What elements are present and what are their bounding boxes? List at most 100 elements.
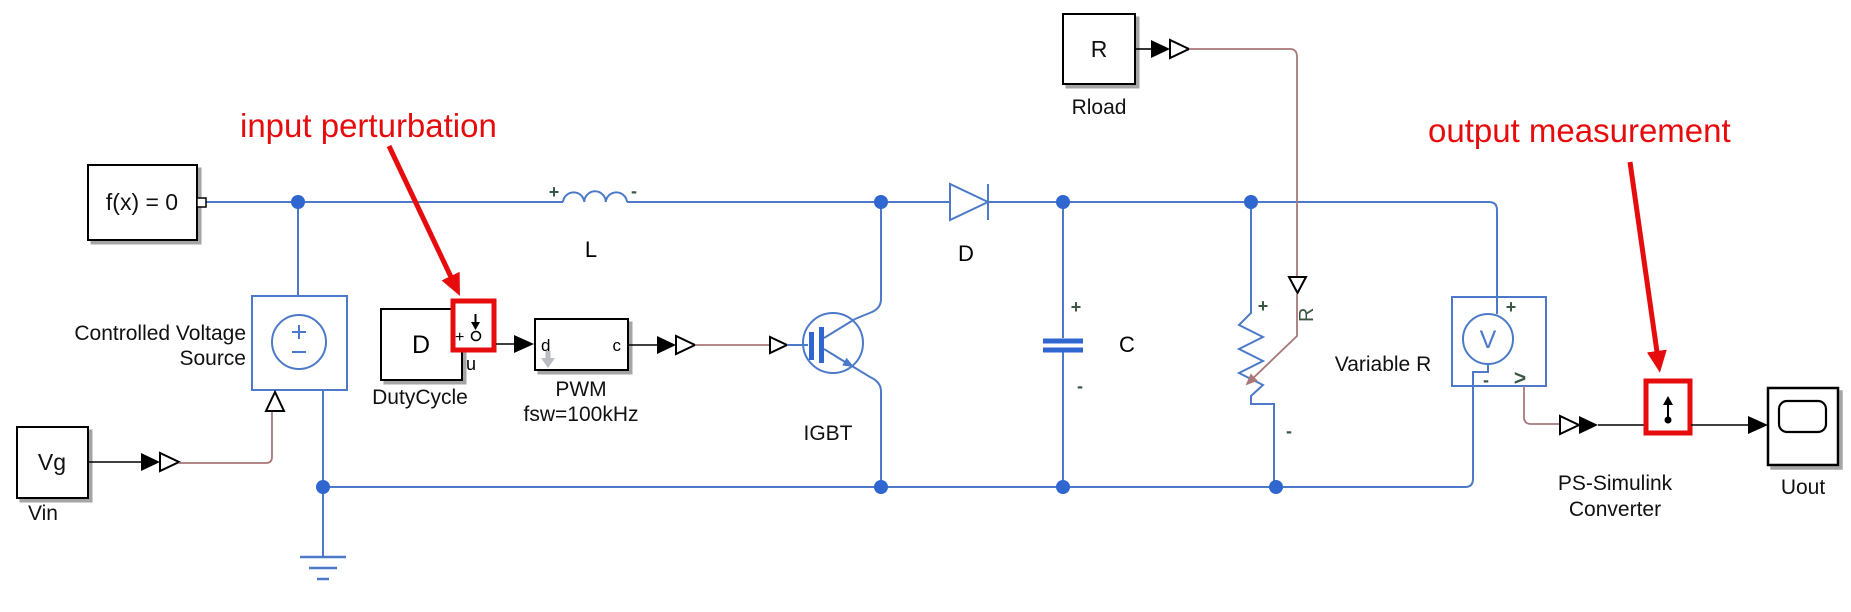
input-perturbation-marker[interactable]: + [450, 298, 497, 353]
hollow-triangle-icon [159, 451, 182, 473]
measurement-dot-icon [1664, 416, 1672, 424]
scope-label: Uout [1781, 476, 1826, 499]
diode-label: D [958, 241, 974, 266]
capacitor-plus-mark: + [1071, 297, 1082, 317]
igbt-collector-diag [823, 318, 856, 339]
filled-triangle-icon [141, 453, 160, 471]
dutycycle-body[interactable] [380, 308, 463, 381]
variable-resistor-label: Variable R [1335, 353, 1432, 376]
cvs-label-line2: Source [179, 347, 246, 370]
measurement-arrow-head-icon [1663, 396, 1673, 405]
simulink-ps-converter-icon-vg[interactable] [141, 451, 182, 473]
wire-rload-to-resistor[interactable] [1189, 48, 1298, 276]
hollow-triangle-icon [1559, 414, 1582, 436]
output-measurement-marker[interactable] [1643, 378, 1693, 436]
cvs-label-line1: Controlled Voltage [74, 322, 246, 345]
junction-dot [1056, 195, 1070, 209]
ps-simulink-converter-icon[interactable] [1559, 414, 1598, 436]
variable-resistor-zigzag[interactable] [1236, 202, 1275, 487]
wire-igbt-emitter[interactable] [851, 365, 882, 487]
junction-dot [291, 195, 305, 209]
pwm-input-port-label: d [541, 336, 550, 355]
perturbation-plus: + [455, 329, 464, 346]
filled-triangle-icon [1579, 416, 1598, 434]
resistor-port-label: R [1296, 308, 1318, 322]
sensor-minus-mark: - [1483, 370, 1489, 390]
wire-top-rail-right[interactable] [627, 201, 1498, 297]
vin-block[interactable]: Vg Vin [16, 426, 89, 525]
pwm-output-port-label: c [613, 336, 622, 355]
wire-igbt-collector[interactable] [854, 202, 882, 320]
rload-body[interactable] [1062, 13, 1136, 85]
resistor-plus-mark: + [1258, 296, 1269, 316]
scope-screen-icon [1777, 399, 1828, 434]
solver-port-nub [196, 197, 207, 208]
diode-block[interactable]: D [949, 182, 991, 266]
filled-triangle-icon [1151, 40, 1170, 58]
output-measurement-annotation: output measurement [1428, 112, 1731, 149]
solver-block-body[interactable] [87, 164, 198, 241]
perturbation-circle-icon [470, 330, 482, 342]
igbt-label: IGBT [803, 422, 852, 445]
control-input-triangle-icon [264, 389, 286, 412]
junction-dot [874, 480, 888, 494]
plus-minus-icon [292, 325, 306, 353]
arrowhead-into-scope [1748, 416, 1768, 434]
input-perturbation-arrow [386, 144, 460, 296]
wire-vg-to-cvs[interactable] [179, 412, 273, 464]
wire-bottom-rail[interactable] [323, 386, 1474, 488]
igbt-circle-icon[interactable] [802, 312, 864, 374]
capacitor-minus-mark: - [1077, 376, 1083, 396]
solver-block-text: f(x) = 0 [106, 189, 178, 215]
pwm-label-line1: PWM [555, 378, 606, 401]
dutycycle-block-text: D [412, 331, 430, 359]
dutycycle-block[interactable]: D DutyCycle [372, 308, 468, 409]
vin-label: Vin [28, 502, 58, 525]
inductor-label: L [585, 237, 597, 262]
junction-dots [291, 195, 1283, 494]
filled-triangle-icon [657, 336, 676, 354]
pwm-block[interactable]: d c PWM fsw=100kHz [524, 318, 639, 426]
input-perturbation-annotation: input perturbation [240, 107, 497, 144]
inductor-minus-mark: - [631, 181, 637, 201]
pwm-label-line2: fsw=100kHz [524, 403, 639, 426]
pwm-gray-arrow-stem [545, 351, 551, 358]
cvs-body[interactable] [251, 295, 348, 391]
dutycycle-label: DutyCycle [372, 386, 468, 409]
inductor-coil[interactable] [562, 190, 628, 203]
resistor-minus-mark: - [1286, 421, 1292, 441]
rload-block-text: R [1091, 36, 1108, 62]
rload-block[interactable]: R Rload [1062, 13, 1136, 119]
solver-block[interactable]: f(x) = 0 [87, 164, 207, 241]
igbt-emitter-arrow-icon [842, 357, 854, 367]
ground-icon[interactable] [300, 555, 346, 581]
igbt-block[interactable]: IGBT [787, 312, 864, 445]
r-port-triangle-icon [1287, 276, 1308, 296]
sensor-internal-bottom [1472, 364, 1489, 386]
arrowhead-into-pwm [514, 335, 534, 353]
hollow-triangle-icon [1169, 38, 1192, 60]
hollow-triangle-icon [675, 334, 698, 356]
inductor-plus-mark: + [549, 182, 560, 202]
voltmeter-circle-icon [1462, 313, 1514, 365]
variable-resistor-control-arrow[interactable] [1245, 294, 1298, 386]
perturbation-arrow-head-icon [471, 322, 480, 330]
simulink-ps-converter-icon-pwm[interactable] [657, 334, 698, 356]
capacitor-label: C [1119, 332, 1135, 357]
junction-dot [1244, 195, 1258, 209]
wire-sensor-to-converter[interactable] [1523, 386, 1560, 425]
diode-triangle-icon[interactable] [949, 182, 991, 222]
voltage-source-icon [271, 314, 327, 370]
simulink-ps-converter-icon-rload[interactable] [1151, 38, 1192, 60]
gate-port-triangle-icon [769, 335, 790, 355]
output-measurement-arrow [1627, 161, 1667, 373]
controlled-voltage-source-block[interactable]: Controlled Voltage Source [74, 295, 348, 412]
vin-block-text: Vg [38, 449, 66, 475]
voltage-sensor-block[interactable]: V + - > [1451, 296, 1547, 390]
junction-dot [1269, 480, 1283, 494]
dutycycle-port-label: u [466, 354, 476, 374]
scope-block[interactable]: Uout [1766, 386, 1840, 499]
sensor-plus-mark: + [1506, 297, 1517, 317]
